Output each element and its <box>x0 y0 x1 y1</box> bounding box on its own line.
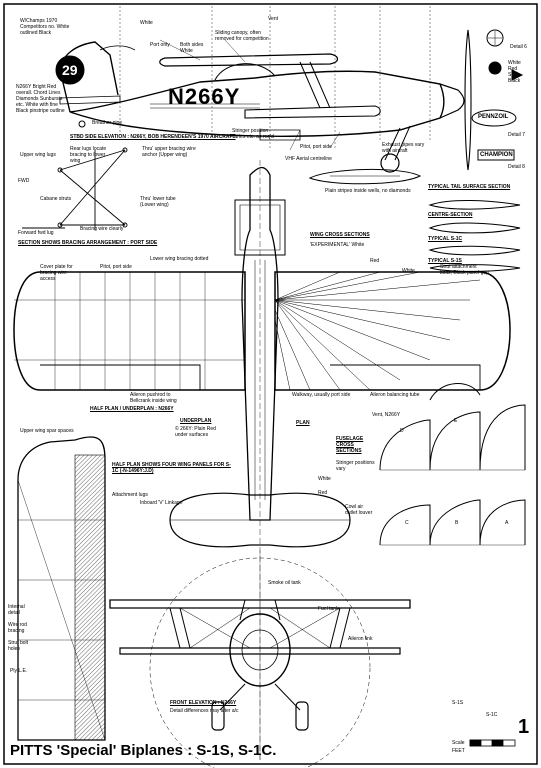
champion-logo-text: CHAMPION <box>480 152 513 158</box>
callout-both-sides: Both sides White <box>180 42 204 54</box>
race-number: 29 <box>62 62 78 78</box>
front-strut-bolt: Strut bolt holes <box>8 640 29 652</box>
tail-typical-s1s: TYPICAL S-1S <box>428 258 462 264</box>
plan-white: White <box>402 268 415 274</box>
tail-centre-title: CENTRE-SECTION <box>428 212 473 218</box>
tail-typical-title: TYPICAL TAIL SURFACE SECTION <box>428 184 511 190</box>
details-column <box>471 29 524 161</box>
plan-cover-plate: Cover plate for bracing wire access <box>40 264 73 282</box>
callout-pitot: Pitot, port side <box>300 144 332 150</box>
section-letter-a: A <box>505 520 509 526</box>
tail-surface-sections <box>428 200 521 272</box>
plan-aileron-tab: Aileron balancing tube <box>370 392 420 398</box>
front-s1s: S-1S <box>452 700 464 706</box>
detail-color-white: White <box>508 60 521 66</box>
attachment-lugs-label: Attachment lugs <box>112 492 148 498</box>
callout-plain-stripes: Plain stripes inside wells, no diamonds <box>325 188 411 194</box>
front-elevation-view <box>109 550 411 768</box>
detail-6-label: Detail 6 <box>510 44 527 50</box>
callout-exhaust: Exhaust pipes vary with aircraft <box>382 142 425 154</box>
callout-sliding-canopy: Sliding canopy, often removed for compet… <box>215 30 269 42</box>
registration-marking: N266Y <box>168 84 241 109</box>
sheet-border <box>3 3 538 765</box>
bracing-diagram <box>22 147 128 230</box>
front-elevation-caption2: Detail differences may alter a/c <box>170 708 239 714</box>
bracing-fwd: FWD <box>18 178 30 184</box>
side-elevation-view <box>55 6 472 185</box>
plan-strut-attach: Strut attachment bolts, Black panel gap <box>440 264 489 276</box>
bracing-rear-lugs: Rear lugs locate bracing to lower wing <box>70 146 107 164</box>
side-elevation-caption: STBD SIDE ELEVATION : N266Y, BOB HERENDE… <box>70 134 236 140</box>
section-letter-d: D <box>400 428 404 434</box>
tail-typical-s1c: TYPICAL S-1C <box>428 236 463 242</box>
stripe-note: N266Y Bright Red overall. Chord Lines Di… <box>16 84 65 114</box>
bracing-upper-tube: Thru' upper bracing wire anchor (Upper w… <box>142 146 196 158</box>
plan-walkway: Walkway, usually port side <box>292 392 351 398</box>
front-ply-le: Ply L.E. <box>10 668 28 674</box>
fuselage-cowl-air: Cowl air outlet louver <box>345 504 373 516</box>
detail-color-black: Black <box>508 78 521 84</box>
callout-vent: Vent <box>268 16 279 22</box>
callout-vhf-aerial: VHF Aerial centreline <box>285 156 332 162</box>
plan-experimental: 'EXPERIMENTAL' White <box>310 242 365 248</box>
inboard-v-label: Inboard 'V' Linkage <box>140 500 183 506</box>
sheet-number: 1 <box>518 716 530 738</box>
section-letter-b: B <box>455 520 459 526</box>
detail-color-sun: Sun <box>508 72 517 78</box>
front-smoke-tank: Smoke oil tank <box>268 580 301 586</box>
plan-lower-bracing: Lower wing bracing dotted <box>150 256 209 262</box>
plan-aileron-pushrod: Aileron pushrod to Bellcrank inside wing <box>130 392 177 404</box>
fuselage-red: Red <box>318 490 328 496</box>
wing-sections-title: WING CROSS SECTIONS <box>310 232 370 238</box>
stars-note: W/Champs 1970 Competitors no. White outl… <box>20 18 70 36</box>
detail-8-label: Detail 8 <box>508 164 525 170</box>
front-s1c: S-1C <box>486 712 498 718</box>
half-plan-s1c-caption: HALF PLAN SHOWS FOUR WING PANELS FOR S-1… <box>112 462 231 474</box>
fuselage-sections-title: FUSELAGE CROSS SECTIONS <box>336 436 364 454</box>
fuselage-vent-note: Vent, N266Y <box>372 412 401 418</box>
front-aileron-link: Aileron link <box>348 636 373 642</box>
detail-color-red: Red <box>508 66 518 72</box>
section-letter-e: E <box>454 418 458 424</box>
front-internal-detail: Internal detail <box>8 604 25 616</box>
scale-label: Scale <box>452 740 465 746</box>
scale-bar <box>469 739 516 747</box>
underplan-title: UNDERPLAN <box>180 418 212 424</box>
callout-white: White <box>140 20 153 26</box>
plan-view <box>13 160 511 760</box>
front-fuel-tank: Fuel tank <box>318 606 339 612</box>
bracing-caption: SECTION SHOWS BRACING ARRANGEMENT : PORT… <box>18 240 158 246</box>
bracing-forward-lug: Forward fwd lug <box>18 230 54 236</box>
plan-caption: HALF PLAN / UNDERPLAN : N266Y <box>90 406 174 412</box>
sheet-title: PITTS 'Special' Biplanes : S-1S, S-1C. <box>10 742 277 759</box>
bracing-lower-tube: Thru' lower tube (Lower wing) <box>140 196 176 208</box>
front-wire-rod: Wire rod bracing <box>8 622 27 634</box>
plan-pitot: Pitot, port side <box>100 264 132 270</box>
detail-7-label: Detail 7 <box>508 132 525 138</box>
plan-red: Red <box>370 258 380 264</box>
upper-spaces-label: Upper wing spar spaces <box>20 428 74 434</box>
fuselage-stringer: Stringer positions vary <box>336 460 375 472</box>
callout-stringer: Stringer position varies etc. as req'd <box>232 128 274 140</box>
fuselage-cross-sections <box>379 383 526 546</box>
section-letter-c: C <box>405 520 409 526</box>
bracing-upper-lugs: Upper wing lugs <box>20 152 56 158</box>
front-elevation-caption: FRONT ELEVATION : N266Y <box>170 700 237 706</box>
bracing-cabane: Cabane struts <box>40 196 72 202</box>
callout-port-only: Port only <box>150 42 170 48</box>
bracing-wire: Bracing wire clearly <box>80 226 124 232</box>
pennzoil-logo-text: PENNZOIL <box>478 114 509 120</box>
scale-units: FEET <box>452 748 465 754</box>
plan-title: PLAN <box>296 420 310 426</box>
callout-breather: Breather pipe <box>92 120 123 126</box>
fuselage-white: White <box>318 476 331 482</box>
wing-panel-half-plan <box>17 436 106 741</box>
underplan-note: © 266Y: Plain Red under surfaces <box>175 426 216 438</box>
